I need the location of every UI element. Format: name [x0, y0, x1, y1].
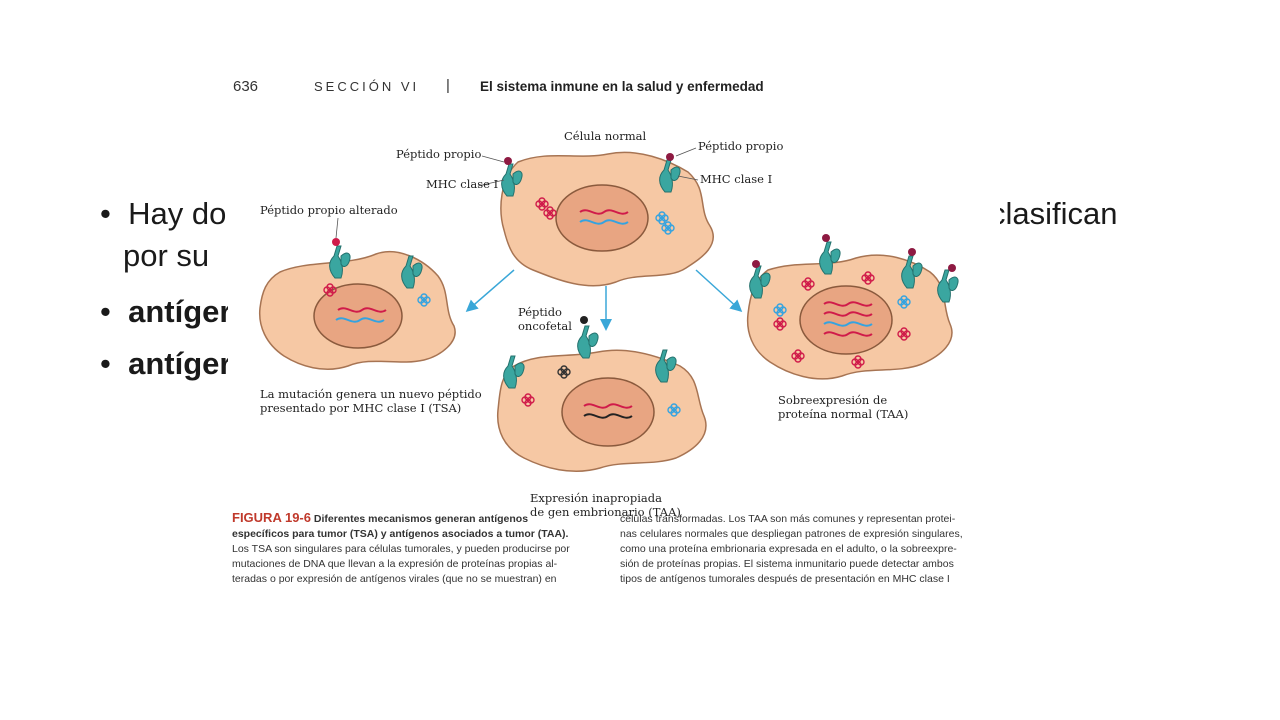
bullet-1-line-2: por su — [123, 238, 210, 273]
legend-line-9: sión de proteínas propias. El sistema in… — [620, 558, 954, 570]
legend-line-4: mutaciones de DNA que llevan a la expres… — [232, 558, 558, 570]
caption-mutation-2: presentado por MHC clase I (TSA) — [260, 401, 461, 415]
bullet-2-text: antíger — [128, 294, 232, 329]
mutated-cell — [258, 238, 456, 370]
bullet-1-text-left: Hay do — [128, 196, 227, 231]
label-mhc-right: MHC clase I — [700, 172, 772, 186]
bullet-dot: • — [100, 346, 129, 381]
label-self-peptide-right: Péptido propio — [698, 139, 783, 153]
bullet-3: • antíger — [100, 346, 231, 382]
caption-embryonic-1: Expresión inapropiada — [530, 491, 662, 505]
label-mhc-left: MHC clase I — [426, 177, 498, 191]
legend-line-2: específicos para tumor (TSA) y antígenos… — [232, 528, 569, 540]
label-altered-peptide: Péptido propio alterado — [260, 203, 398, 217]
label-oncofetal-2: oncofetal — [518, 319, 572, 333]
legend-column-1: FIGURA 19-6 Diferentes mecanismos genera… — [232, 510, 594, 587]
legend-line-3: Los TSA son singulares para células tumo… — [232, 543, 570, 555]
normal-cell — [477, 147, 714, 287]
label-normal-cell: Célula normal — [564, 129, 646, 143]
arrow-right — [695, 269, 743, 313]
legend-line-7: nas celulares normales que despliegan pa… — [620, 528, 963, 540]
bullet-3-text: antíger — [128, 346, 232, 381]
bullet-1: • Hay do — [100, 196, 226, 232]
bullet-dot: • — [100, 196, 129, 231]
embryonic-cell — [496, 316, 707, 472]
legend-line-8: como una proteína embrionaria expresada … — [620, 543, 957, 555]
legend-line-10: tipos de antígenos tumorales después de … — [620, 573, 950, 585]
textbook-figure-panel: 636 SECCIÓN VI | El sistema inmune en la… — [228, 66, 1000, 606]
bullet-2: • antíger — [100, 294, 231, 330]
header-title: El sistema inmune en la salud y enfermed… — [480, 79, 764, 94]
caption-overexpression-1: Sobreexpresión de — [778, 393, 887, 407]
legend-column-2: células transformadas. Los TAA son más c… — [620, 512, 990, 587]
caption-mutation-1: La mutación genera un nuevo péptido — [260, 387, 482, 401]
page-number: 636 — [233, 78, 259, 95]
bullet-dot: • — [100, 294, 129, 329]
bullet-1-text-right: clasifican — [990, 196, 1118, 231]
header-separator: | — [446, 77, 450, 94]
label-oncofetal-1: Péptido — [518, 305, 562, 319]
overexpression-cell — [746, 234, 959, 380]
arrow-left — [465, 269, 515, 312]
antigen-diagram: Célula normal Péptido propio MHC clase I… — [258, 129, 959, 519]
legend-line-1: Diferentes mecanismos generan antígenos — [313, 513, 529, 525]
caption-embryonic-2: de gen embrionario (TAA) — [530, 505, 681, 519]
legend-line-6: células transformadas. Los TAA son más c… — [620, 513, 956, 525]
legend-line-5: teradas o por expresión de antígenos vir… — [232, 573, 557, 585]
caption-overexpression-2: proteína normal (TAA) — [778, 407, 908, 421]
label-self-peptide-left: Péptido propio — [396, 147, 481, 161]
legend-title: FIGURA 19-6 — [232, 510, 311, 525]
section-label: SECCIÓN VI — [314, 79, 420, 94]
